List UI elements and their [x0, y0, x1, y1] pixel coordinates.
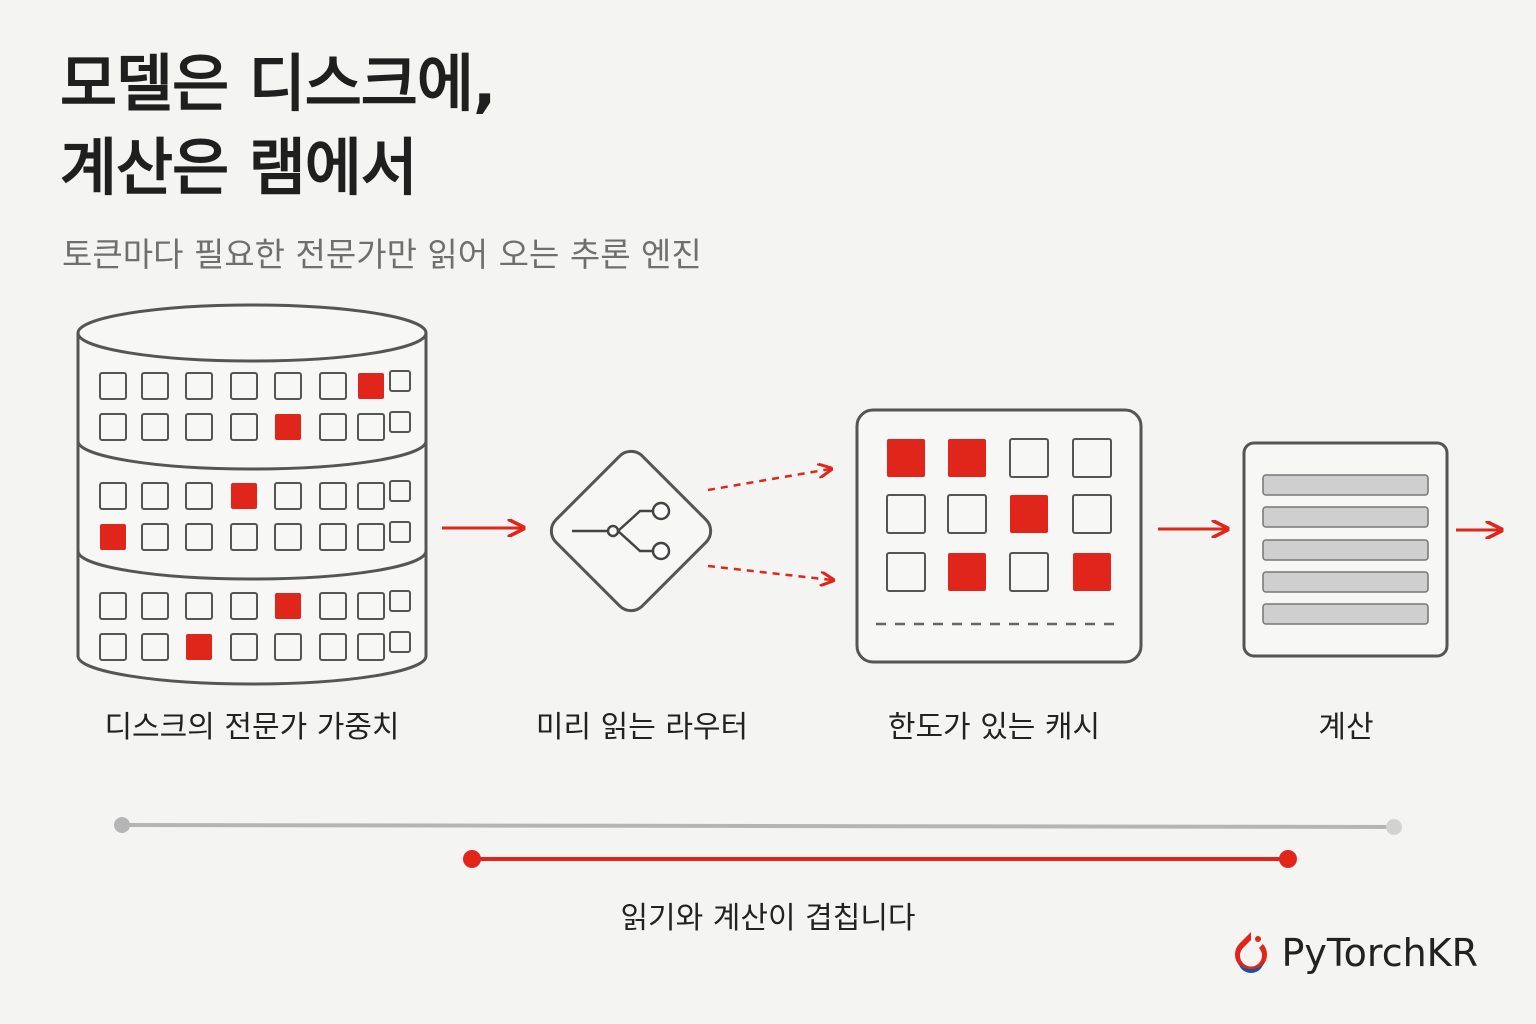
title-line-2: 계산은 램에서 [60, 131, 418, 204]
cache-slot-empty [947, 494, 987, 534]
disk-expert-slot [389, 411, 411, 433]
disk-expert-slot [357, 523, 385, 551]
disk-expert-slot [141, 413, 169, 441]
compute-box [1242, 441, 1449, 658]
disk-expert-slot [389, 590, 411, 612]
cache-slot-filled [948, 553, 986, 591]
compute-timeline [463, 850, 1297, 868]
disk-expert-active [275, 414, 301, 440]
disk-expert-slot [141, 592, 169, 620]
cache-slot-filled [1010, 495, 1048, 533]
disk-expert-slot [230, 413, 258, 441]
disk-expert-slot [389, 370, 411, 392]
disk-expert-slot [357, 592, 385, 620]
compute-row-bar [1262, 506, 1429, 528]
disk-expert-active [231, 483, 257, 509]
disk-expert-slot [141, 372, 169, 400]
disk-expert-slot [274, 633, 302, 661]
disk-expert-slot [185, 592, 213, 620]
cache-slot-empty [1072, 438, 1112, 478]
cache-slot-empty [886, 494, 926, 534]
cache-slot-grid [886, 438, 1112, 592]
disk-expert-active [100, 524, 126, 550]
cache-slot-empty [886, 552, 926, 592]
cache-slot-filled [1073, 553, 1111, 591]
brand: PyTorchKR [1230, 930, 1479, 976]
cache-slot-empty [1072, 494, 1112, 534]
disk-expert-slot [319, 523, 347, 551]
disk-expert-slot [274, 523, 302, 551]
disk-expert-slot [141, 633, 169, 661]
disk-expert-slot [319, 413, 347, 441]
disk-expert-slot [389, 521, 411, 543]
compute-row-bar [1262, 603, 1429, 625]
disk-expert-slot [319, 592, 347, 620]
disk-expert-grid [99, 370, 411, 661]
read-timeline [114, 817, 1402, 835]
cache-slot-empty [1009, 438, 1049, 478]
disk-expert-slot [389, 480, 411, 502]
prefetch-arrow-upper [707, 469, 830, 492]
compute-row-bar [1262, 539, 1429, 561]
disk-expert-slot [319, 633, 347, 661]
disk-expert-slot [99, 413, 127, 441]
disk-expert-slot [274, 372, 302, 400]
page-title: 모델은 디스크에, 계산은 램에서 [60, 42, 496, 210]
disk-expert-slot [99, 592, 127, 620]
disk-expert-slot [357, 482, 385, 510]
disk-expert-slot [185, 523, 213, 551]
disk-expert-slot [319, 372, 347, 400]
disk-expert-active [358, 373, 384, 399]
stage-label-disk: 디스크의 전문가 가중치 [104, 710, 400, 745]
prefetch-arrow-lower [707, 564, 832, 580]
cache-slot-empty [1009, 552, 1049, 592]
cache-box [855, 408, 1143, 664]
disk-expert-slot [99, 633, 127, 661]
router-icon [549, 449, 713, 613]
disk-expert-slot [230, 523, 258, 551]
stage-label-router: 미리 읽는 라우터 [535, 710, 749, 745]
pytorchkr-logo-icon [1234, 932, 1267, 973]
disk-expert-slot [185, 413, 213, 441]
page-subtitle: 토큰마다 필요한 전문가만 읽어 오는 추론 엔진 [62, 235, 702, 274]
disk-expert-slot [274, 482, 302, 510]
disk-expert-active [275, 593, 301, 619]
cache-slot-filled [887, 439, 925, 477]
disk-expert-slot [389, 631, 411, 653]
title-line-1: 모델은 디스크에, [60, 47, 496, 120]
disk-expert-slot [230, 633, 258, 661]
compute-row-bar [1262, 474, 1429, 496]
disk-expert-slot [99, 372, 127, 400]
compute-rows [1262, 474, 1429, 625]
brand-name: PyTorchKR [1281, 931, 1479, 975]
disk-cylinder-icon [76, 303, 428, 686]
overlap-caption: 읽기와 계산이 겹칩니다 [620, 901, 916, 936]
disk-expert-slot [357, 633, 385, 661]
disk-expert-slot [357, 413, 385, 441]
stage-label-cache: 한도가 있는 캐시 [887, 710, 1101, 745]
cache-slot-filled [948, 439, 986, 477]
disk-expert-slot [141, 482, 169, 510]
disk-expert-slot [99, 482, 127, 510]
disk-expert-slot [230, 592, 258, 620]
disk-expert-slot [185, 372, 213, 400]
disk-expert-active [186, 634, 212, 660]
compute-row-bar [1262, 571, 1429, 593]
disk-expert-slot [141, 523, 169, 551]
stage-label-compute: 계산 [1318, 710, 1374, 745]
disk-expert-slot [319, 482, 347, 510]
disk-expert-slot [185, 482, 213, 510]
disk-expert-slot [230, 372, 258, 400]
